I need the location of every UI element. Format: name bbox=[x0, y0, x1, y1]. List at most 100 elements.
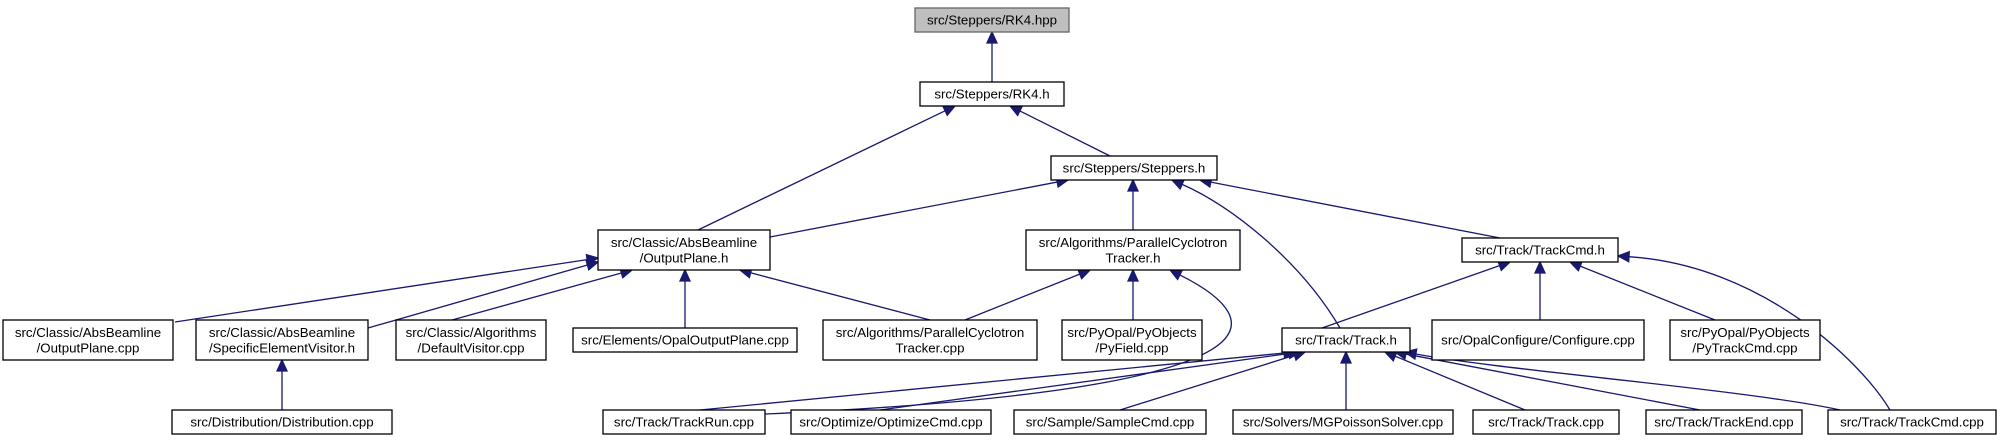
node-pyfield[interactable]: src/PyOpal/PyObjects/PyField.cpp bbox=[1061, 319, 1203, 361]
node-box bbox=[1232, 409, 1454, 435]
edge-line bbox=[764, 274, 1232, 415]
node-label-line: src/Distribution/Distribution.cpp bbox=[190, 415, 373, 430]
node-track_h[interactable]: src/Track/Track.h bbox=[1281, 327, 1411, 353]
node-label-line: src/Track/TrackCmd.h bbox=[1475, 243, 1605, 258]
node-trackrun[interactable]: src/Track/TrackRun.cpp bbox=[602, 409, 766, 435]
edge-line bbox=[1210, 181, 1501, 239]
edge-pct_cpp-to-outputplane_h bbox=[738, 267, 931, 321]
node-label-line: src/Sample/SampleCmd.cpp bbox=[1026, 415, 1195, 430]
edge-steppers-to-rk4h bbox=[1008, 105, 1111, 157]
node-configure[interactable]: src/OpalConfigure/Configure.cpp bbox=[1431, 319, 1645, 361]
edge-outputplane_cpp-to-outputplane_h bbox=[174, 253, 600, 323]
node-label-line: src/Algorithms/ParallelCyclotron bbox=[836, 325, 1024, 340]
edge-line bbox=[697, 110, 946, 231]
node-box bbox=[1025, 229, 1241, 271]
edge-trackcmd_h-to-steppers bbox=[1198, 176, 1501, 239]
arrowhead bbox=[1616, 250, 1631, 263]
node-label-line: src/Steppers/RK4.hpp bbox=[927, 13, 1057, 28]
arrowhead bbox=[1168, 269, 1184, 281]
node-steppers[interactable]: src/Steppers/Steppers.h bbox=[1050, 155, 1218, 181]
node-box bbox=[572, 327, 798, 353]
node-label-line: src/Steppers/RK4.h bbox=[934, 87, 1049, 102]
edge-track_h-to-trackcmd_h bbox=[1321, 260, 1512, 329]
node-track_cpp[interactable]: src/Track/Track.cpp bbox=[1472, 409, 1620, 435]
edge-line bbox=[1321, 265, 1500, 329]
nodes-layer: src/Steppers/RK4.hpp src/Steppers/RK4.h sr… bbox=[2, 7, 1997, 435]
edge-line bbox=[174, 259, 588, 323]
node-distribution[interactable]: src/Distribution/Distribution.cpp bbox=[171, 409, 393, 435]
edge-line bbox=[769, 181, 1058, 238]
node-box bbox=[914, 7, 1070, 33]
node-opaloutputplane[interactable]: src/Elements/OpalOutputPlane.cpp bbox=[572, 327, 798, 353]
edge-mgpoisson-to-track_h bbox=[1339, 350, 1353, 410]
edge-configure-to-trackcmd_h bbox=[1533, 260, 1547, 320]
node-box bbox=[171, 409, 393, 435]
node-label-line: Tracker.cpp bbox=[896, 340, 965, 355]
edge-line bbox=[964, 273, 1081, 321]
arrowhead bbox=[1533, 260, 1547, 274]
node-sev_h[interactable]: src/Classic/AbsBeamline/SpecificElementV… bbox=[195, 319, 369, 361]
node-box bbox=[602, 409, 766, 435]
node-pct_cpp[interactable]: src/Algorithms/ParallelCyclotronTracker.… bbox=[822, 319, 1038, 361]
node-trackend[interactable]: src/Track/TrackEnd.cpp bbox=[1645, 409, 1803, 435]
node-rk4h[interactable]: src/Steppers/RK4.h bbox=[919, 81, 1065, 107]
node-label-line: /OutputPlane.h bbox=[640, 250, 729, 265]
node-label-line: /SpecificElementVisitor.h bbox=[209, 340, 355, 355]
edge-line bbox=[1628, 256, 1891, 411]
arrowhead bbox=[585, 259, 600, 271]
node-box bbox=[1461, 237, 1619, 263]
node-trackcmd_h[interactable]: src/Track/TrackCmd.h bbox=[1461, 237, 1619, 263]
node-box bbox=[790, 409, 992, 435]
edge-trackcmd_cpp-to-trackcmd_h bbox=[1616, 250, 1891, 411]
node-label-line: src/Classic/Algorithms bbox=[406, 325, 537, 340]
edge-opaloutputplane-to-outputplane_h bbox=[678, 268, 692, 328]
edge-line bbox=[750, 272, 931, 321]
node-trackcmd_cpp[interactable]: src/Track/TrackCmd.cpp bbox=[1827, 409, 1997, 435]
node-optimizecmd[interactable]: src/Optimize/OptimizeCmd.cpp bbox=[790, 409, 992, 435]
edge-sev_h-to-outputplane_h bbox=[367, 259, 600, 329]
node-label-line: src/PyOpal/PyObjects bbox=[1680, 325, 1810, 340]
node-label-line: /PyTrackCmd.cpp bbox=[1692, 340, 1797, 355]
node-box bbox=[1431, 319, 1645, 361]
arrowhead bbox=[1170, 179, 1186, 191]
arrowhead bbox=[1339, 350, 1353, 364]
node-label-line: src/Track/TrackRun.cpp bbox=[614, 415, 754, 430]
edge-pytrackcmd-to-trackcmd_h bbox=[1568, 260, 1716, 321]
node-label-line: src/Track/TrackEnd.cpp bbox=[1654, 415, 1793, 430]
node-box bbox=[395, 319, 547, 361]
edge-line bbox=[1405, 353, 1701, 411]
node-pytrackcmd[interactable]: src/PyOpal/PyObjects/PyTrackCmd.cpp bbox=[1669, 319, 1821, 361]
node-outputplane_cpp[interactable]: src/Classic/AbsBeamline/OutputPlane.cpp bbox=[2, 319, 174, 361]
node-label-line: /DefaultVisitor.cpp bbox=[418, 340, 525, 355]
node-box bbox=[1281, 327, 1411, 353]
arrowhead bbox=[985, 30, 999, 44]
node-samplecmd[interactable]: src/Sample/SampleCmd.cpp bbox=[1013, 409, 1207, 435]
edge-line bbox=[1415, 353, 1841, 411]
edge-line bbox=[367, 264, 588, 329]
node-rk4hpp: src/Steppers/RK4.hpp bbox=[914, 7, 1070, 33]
edge-outputplane_h-to-rk4h bbox=[697, 105, 957, 231]
edge-line bbox=[1579, 265, 1716, 321]
edge-line bbox=[451, 272, 622, 321]
arrowhead bbox=[1126, 268, 1140, 282]
edge-line bbox=[1119, 354, 1295, 411]
node-box bbox=[1472, 409, 1620, 435]
arrowhead bbox=[1568, 260, 1584, 272]
node-box bbox=[1669, 319, 1821, 361]
edge-pct_cpp-to-pct_h bbox=[964, 268, 1092, 321]
edge-line bbox=[699, 352, 1285, 411]
node-label-line: src/Steppers/Steppers.h bbox=[1063, 161, 1206, 176]
node-mgpoisson[interactable]: src/Solvers/MGPoissonSolver.cpp bbox=[1232, 409, 1454, 435]
node-box bbox=[1061, 319, 1203, 361]
node-label-line: /PyField.cpp bbox=[1095, 340, 1168, 355]
node-box bbox=[2, 319, 174, 361]
node-pct_h[interactable]: src/Algorithms/ParallelCyclotronTracker.… bbox=[1025, 229, 1241, 271]
edge-line bbox=[1181, 183, 1341, 329]
node-outputplane_h[interactable]: src/Classic/AbsBeamline/OutputPlane.h bbox=[597, 229, 771, 271]
node-label-line: Tracker.h bbox=[1106, 250, 1161, 265]
node-label-line: src/PyOpal/PyObjects bbox=[1067, 325, 1197, 340]
node-defaultvisitor[interactable]: src/Classic/Algorithms/DefaultVisitor.cp… bbox=[395, 319, 547, 361]
node-label-line: /OutputPlane.cpp bbox=[37, 340, 140, 355]
node-label-line: src/Track/Track.cpp bbox=[1488, 415, 1604, 430]
